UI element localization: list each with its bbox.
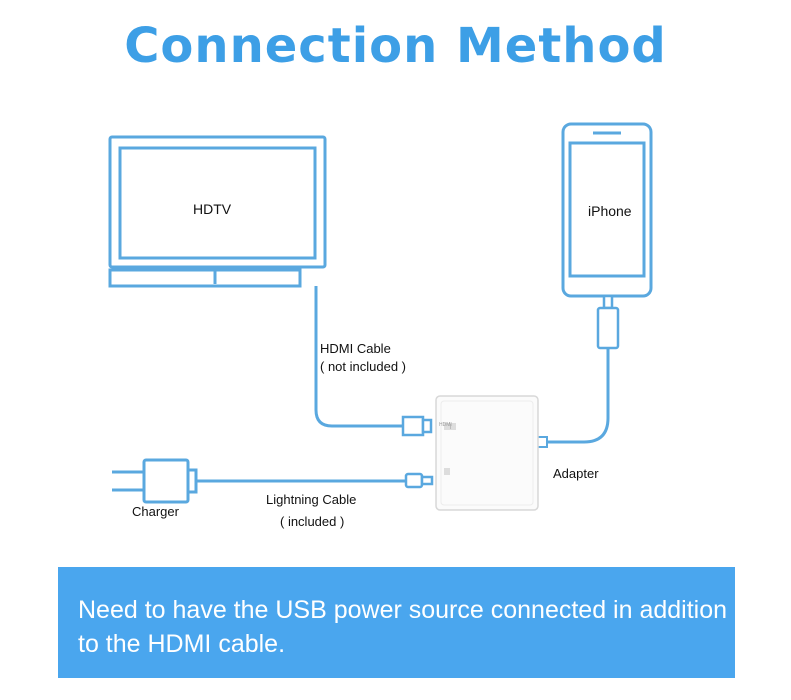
hdmi-cable-line	[314, 286, 403, 428]
hdmi-cable-label: HDMI Cable	[320, 341, 391, 356]
lightning-plug-icon	[596, 294, 620, 350]
lightning-cable-note: ( included )	[280, 514, 345, 529]
adapter-icon	[435, 395, 539, 511]
iphone-label: iPhone	[588, 203, 632, 219]
adapter-label: Adapter	[553, 466, 599, 481]
page-title: Connection Method	[124, 18, 667, 74]
hdmi-cable-note: ( not included )	[320, 359, 406, 374]
info-banner: Need to have the USB power source connec…	[58, 567, 735, 678]
adapter-port-label: HDMI	[439, 422, 452, 428]
hdmi-plug-icon	[401, 415, 433, 437]
tv-icon	[108, 135, 327, 288]
charger-label: Charger	[132, 504, 179, 519]
adapter-cable-line	[545, 348, 610, 444]
hdtv-label: HDTV	[193, 201, 232, 217]
lightning-connector-icon	[404, 472, 434, 489]
banner-text: Need to have the USB power source connec…	[78, 596, 728, 658]
lightning-cable-label: Lightning Cable	[266, 492, 357, 507]
charger-icon	[112, 458, 198, 504]
